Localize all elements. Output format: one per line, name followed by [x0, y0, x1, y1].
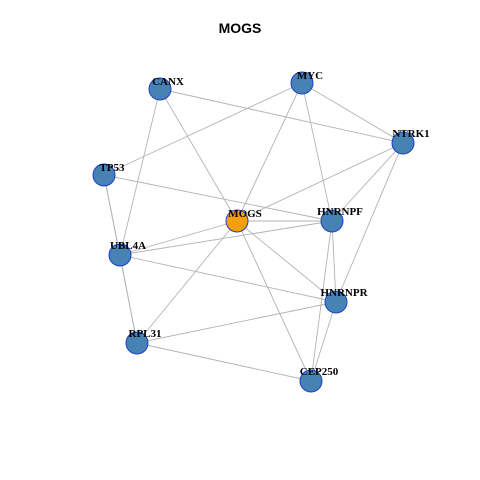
node-tp53[interactable]: TP53: [92, 162, 125, 187]
edge-ntrk1-hnrnpf: [331, 142, 404, 222]
node-label-canx: CANX: [152, 76, 184, 88]
node-label-myc: MYC: [297, 70, 323, 82]
edge-hnrnpf-cep250: [310, 220, 333, 382]
edge-ubl4a-hnrnpr: [119, 254, 337, 303]
graph-title: MOGS: [218, 20, 262, 36]
node-circle-hnrnpr[interactable]: [324, 290, 348, 314]
edge-myc-tp53: [103, 82, 303, 176]
edge-mogs-rpl31: [136, 220, 238, 344]
edge-canx-ntrk1: [159, 88, 404, 144]
edge-ntrk1-mogs: [236, 142, 404, 222]
node-cep250[interactable]: CEP250: [299, 366, 339, 393]
node-circle-ubl4a[interactable]: [108, 243, 132, 267]
node-hnrnpr[interactable]: HNRNPR: [320, 287, 369, 314]
edge-canx-ubl4a: [119, 88, 161, 256]
edge-ubl4a-rpl31: [119, 254, 138, 344]
edge-mogs-cep250: [236, 220, 312, 382]
node-myc[interactable]: MYC: [290, 70, 323, 95]
edge-canx-mogs: [159, 88, 238, 222]
edge-ntrk1-hnrnpr: [335, 142, 404, 303]
edge-hnrnpr-rpl31: [136, 301, 337, 344]
edge-hnrnpf-hnrnpr: [331, 220, 337, 303]
node-label-mogs: MOGS: [228, 208, 262, 220]
node-hnrnpf[interactable]: HNRNPF: [317, 206, 363, 233]
edge-tp53-hnrnpf: [103, 174, 333, 222]
edge-hnrnpr-cep250: [310, 301, 337, 382]
edge-mogs-ubl4a: [119, 220, 238, 256]
node-circle-tp53[interactable]: [92, 163, 116, 187]
node-mogs[interactable]: MOGS: [225, 208, 262, 233]
node-canx[interactable]: CANX: [148, 76, 184, 101]
edge-myc-mogs: [236, 82, 303, 222]
node-circle-mogs[interactable]: [225, 209, 249, 233]
node-circle-cep250[interactable]: [299, 369, 323, 393]
edge-rpl31-cep250: [136, 342, 312, 382]
edge-mogs-hnrnpr: [236, 220, 337, 303]
node-circle-hnrnpf[interactable]: [320, 209, 344, 233]
node-label-ubl4a: UBL4A: [110, 240, 146, 252]
node-circle-rpl31[interactable]: [125, 331, 149, 355]
edges-layer: [103, 82, 404, 382]
node-label-cep250: CEP250: [300, 366, 339, 378]
node-label-rpl31: RPL31: [129, 328, 162, 340]
node-label-hnrnpf: HNRNPF: [317, 206, 363, 218]
node-circle-ntrk1[interactable]: [391, 131, 415, 155]
edge-myc-ntrk1: [301, 82, 404, 144]
edge-myc-hnrnpf: [301, 82, 333, 222]
node-ntrk1[interactable]: NTRK1: [391, 128, 430, 155]
node-circle-canx[interactable]: [148, 77, 172, 101]
node-label-hnrnpr: HNRNPR: [320, 287, 368, 299]
edge-ubl4a-hnrnpf: [119, 220, 333, 256]
node-rpl31[interactable]: RPL31: [125, 328, 162, 355]
node-circle-myc[interactable]: [290, 71, 314, 95]
node-label-ntrk1: NTRK1: [392, 128, 429, 140]
node-ubl4a[interactable]: UBL4A: [108, 240, 146, 267]
node-label-tp53: TP53: [99, 162, 125, 174]
